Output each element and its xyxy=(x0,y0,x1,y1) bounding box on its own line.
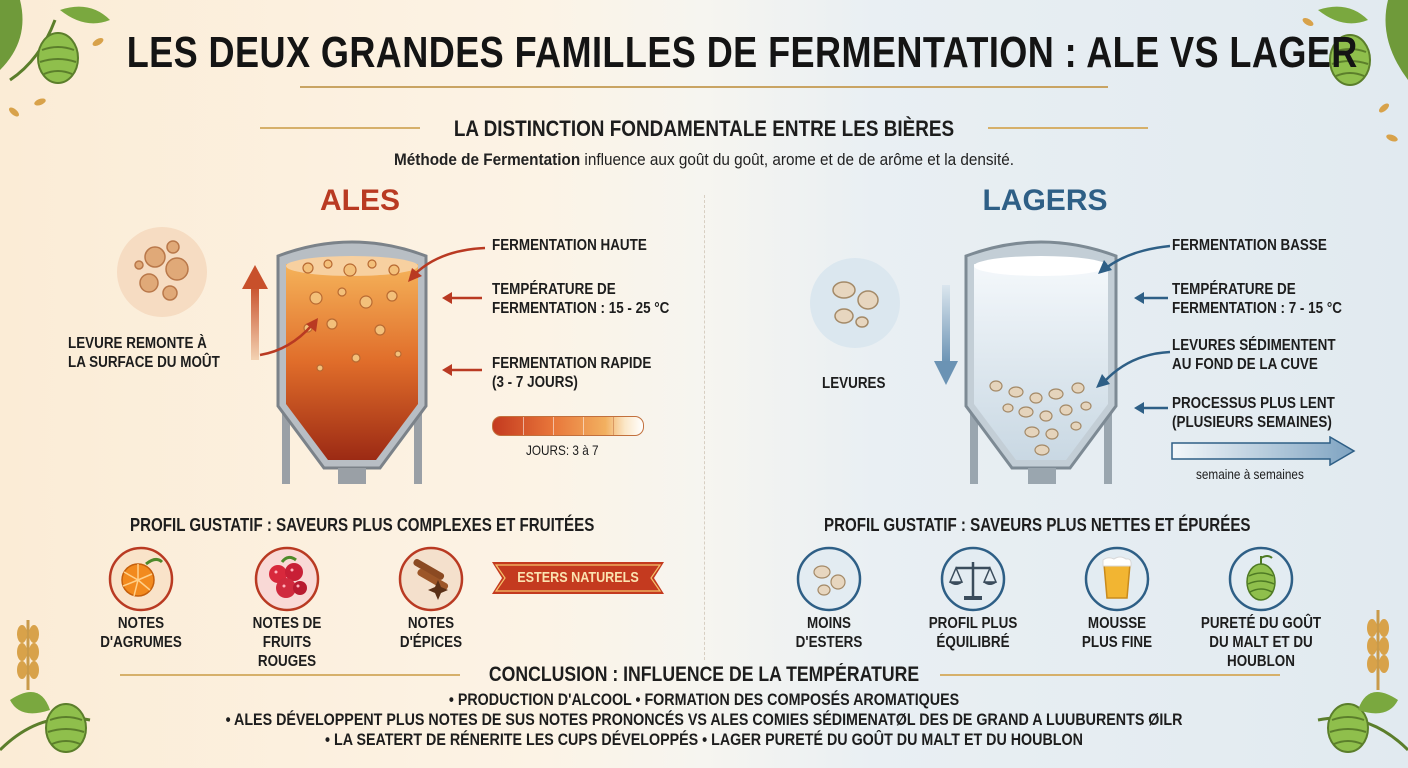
conclusion-line-1: • PRODUCTION D'ALCOOL • FORMATION DES CO… xyxy=(448,690,960,709)
rising-arrow-icon xyxy=(242,265,268,360)
ale-yeast-label: LEVURE REMONTE À LA SURFACE DU MOÛT xyxy=(68,335,220,371)
lager-annotation-sediment: LEVURES SÉDIMENTENT AU FOND DE LA CUVE xyxy=(1172,337,1336,373)
red-berries-icon xyxy=(254,546,320,612)
subtitle-rule-left xyxy=(260,127,420,129)
ales-title: ALES xyxy=(319,184,400,217)
ale-fermentation-tank xyxy=(276,240,428,484)
lagers-title: LAGERS xyxy=(982,184,1108,217)
ale-short-arrows xyxy=(442,292,482,376)
conclusion-line-2: • ALES DÉVELOPPENT PLUS NOTES DE SUS NOT… xyxy=(225,710,1183,729)
conclusion-line-3: • LA SEATERT DE RÉNERITE LES CUPS DÉVELO… xyxy=(325,730,1083,749)
lager-weeks-arrow xyxy=(1171,436,1356,466)
ale-annotation-high: FERMENTATION HAUTE xyxy=(492,237,647,254)
subtitle: LA DISTINCTION FONDAMENTALE ENTRE LES BI… xyxy=(453,116,955,141)
ale-days-bar xyxy=(492,416,644,436)
conclusion-title: CONCLUSION : INFLUENCE DE LA TEMPÉRATURE xyxy=(488,663,920,686)
falling-arrow-icon xyxy=(934,285,958,385)
conclusion-rule-left xyxy=(120,674,460,676)
ale-annotation-speed: FERMENTATION RAPIDE (3 - 7 JOURS) xyxy=(492,355,652,391)
lager-annotation-arrows xyxy=(1096,244,1171,414)
purity-label: PURETÉ DU GOÛT DU MALT ET DU HOUBLON xyxy=(1200,615,1322,670)
esters-banner: ESTERS NATURELS xyxy=(517,569,639,586)
ale-profile: PROFIL GUSTATIF : SAVEURS PLUS COMPLEXES… xyxy=(130,515,595,535)
spices-icon xyxy=(398,546,464,612)
method-text: Méthode de Fermentation influence aux go… xyxy=(70,150,1337,170)
fine-foam-label: MOUSSE PLUS FINE xyxy=(1081,615,1153,651)
balance-scale-icon xyxy=(940,546,1006,612)
red-fruits-label: NOTES DE FRUITS ROUGES xyxy=(252,615,322,670)
beer-glass-icon xyxy=(1084,546,1150,612)
subtitle-rule-right xyxy=(988,127,1148,129)
spices-label: NOTES D'ÉPICES xyxy=(399,615,463,651)
hops-corner-top-left-icon xyxy=(0,0,110,117)
lager-yeast-cells-icon xyxy=(810,258,900,348)
hops-corner-bottom-left-icon xyxy=(0,620,91,753)
lager-yeast-label: LEVURES xyxy=(822,375,886,392)
title-divider xyxy=(300,86,1108,88)
center-divider xyxy=(704,195,706,660)
fewer-esters-label: MOINS D'ESTERS xyxy=(795,615,863,651)
ale-annotation-temp: TEMPÉRATURE DE FERMENTATION : 15 - 25 °C xyxy=(492,281,670,317)
conclusion-rule-right xyxy=(940,674,1280,676)
lager-weeks-label: semaine à semaines xyxy=(1196,466,1304,482)
lager-annotation-low: FERMENTATION BASSE xyxy=(1172,237,1327,254)
method-bold: Méthode de Fermentation xyxy=(394,150,581,169)
lager-fermentation-tank xyxy=(964,240,1118,484)
lager-annotation-temp: TEMPÉRATURE DE FERMENTATION : 7 - 15 °C xyxy=(1172,281,1342,317)
method-rest: influence aux goût du goût, arome et de … xyxy=(580,150,1014,169)
citrus-label: NOTES D'AGRUMES xyxy=(100,615,182,651)
ale-annotation-arrows xyxy=(259,246,486,357)
lager-annotation-slow: PROCESSUS PLUS LENT (PLUSIEURS SEMAINES) xyxy=(1172,395,1335,431)
esters-banner-shape xyxy=(492,562,664,594)
ale-yeast-cells-icon xyxy=(117,227,207,317)
hops-corner-bottom-right-icon xyxy=(1317,610,1408,753)
hop-cone-icon xyxy=(1228,546,1294,612)
balanced-profile-label: PROFIL PLUS ÉQUILIBRÉ xyxy=(928,615,1018,651)
page-title: LES DEUX GRANDES FAMILLES DE FERMENTATIO… xyxy=(126,28,1358,77)
hops-corner-top-right-icon xyxy=(1302,0,1408,142)
fewer-esters-icon xyxy=(796,546,862,612)
ale-days-label: JOURS: 3 à 7 xyxy=(526,442,599,458)
citrus-icon xyxy=(108,546,174,612)
lager-profile: PROFIL GUSTATIF : SAVEURS PLUS NETTES ET… xyxy=(824,515,1251,535)
